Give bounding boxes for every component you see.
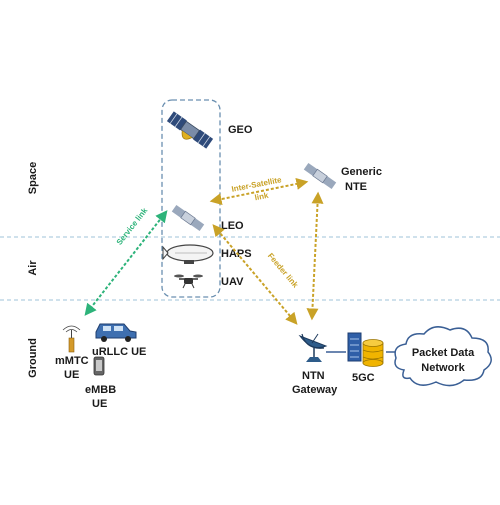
ntn-gateway-label-line2: Gateway — [292, 384, 338, 396]
geo-label: GEO — [228, 124, 253, 136]
smartphone-icon — [93, 356, 105, 376]
sensor-antenna-icon — [62, 325, 81, 353]
embb-ue-label-line2: UE — [92, 398, 107, 410]
service-link-arrow — [84, 210, 168, 316]
uav-label: UAV — [221, 276, 244, 288]
mmtc-ue-label-line2: UE — [64, 369, 79, 381]
tier-label-space: Space — [27, 162, 39, 194]
packet-data-network-cloud-icon — [394, 326, 492, 387]
haps-label: HAPS — [221, 248, 252, 260]
uav-drone-icon — [174, 274, 203, 289]
platform-group-box — [161, 99, 221, 298]
database-icon — [362, 339, 384, 367]
pdn-label-line1: Packet Data — [412, 347, 475, 359]
embb-ue-label-line1: eMBB — [85, 384, 116, 396]
geo-satellite-icon — [166, 111, 214, 149]
generic-nte-satellite-icon — [303, 162, 337, 190]
generic-nte-label-line1: Generic — [341, 166, 382, 178]
car-icon — [95, 323, 137, 342]
server-rack-icon — [347, 332, 362, 362]
satellite-dish-icon — [298, 333, 328, 362]
feeder-link-arrow-leo — [212, 224, 298, 325]
leo-label: LEO — [221, 220, 244, 232]
feeder-link-label: Feeder link — [266, 251, 300, 290]
inter-satellite-link-label-line2: link — [254, 191, 270, 203]
tier-label-air: Air — [27, 260, 39, 276]
ntn-gateway-label-line1: NTN — [302, 370, 325, 382]
tier-label-ground: Ground — [27, 338, 39, 378]
leo-satellite-icon — [171, 204, 205, 232]
feeder-link-arrow-nte — [306, 191, 324, 321]
generic-nte-label-line2: NTE — [345, 181, 367, 193]
urllc-ue-label: uRLLC UE — [92, 346, 146, 358]
haps-airship-icon — [162, 244, 214, 264]
mmtc-ue-label-line1: mMTC — [55, 355, 89, 367]
pdn-label-line2: Network — [421, 362, 465, 374]
inter-satellite-link-arrow — [209, 178, 309, 205]
5gc-label: 5GC — [352, 372, 375, 384]
